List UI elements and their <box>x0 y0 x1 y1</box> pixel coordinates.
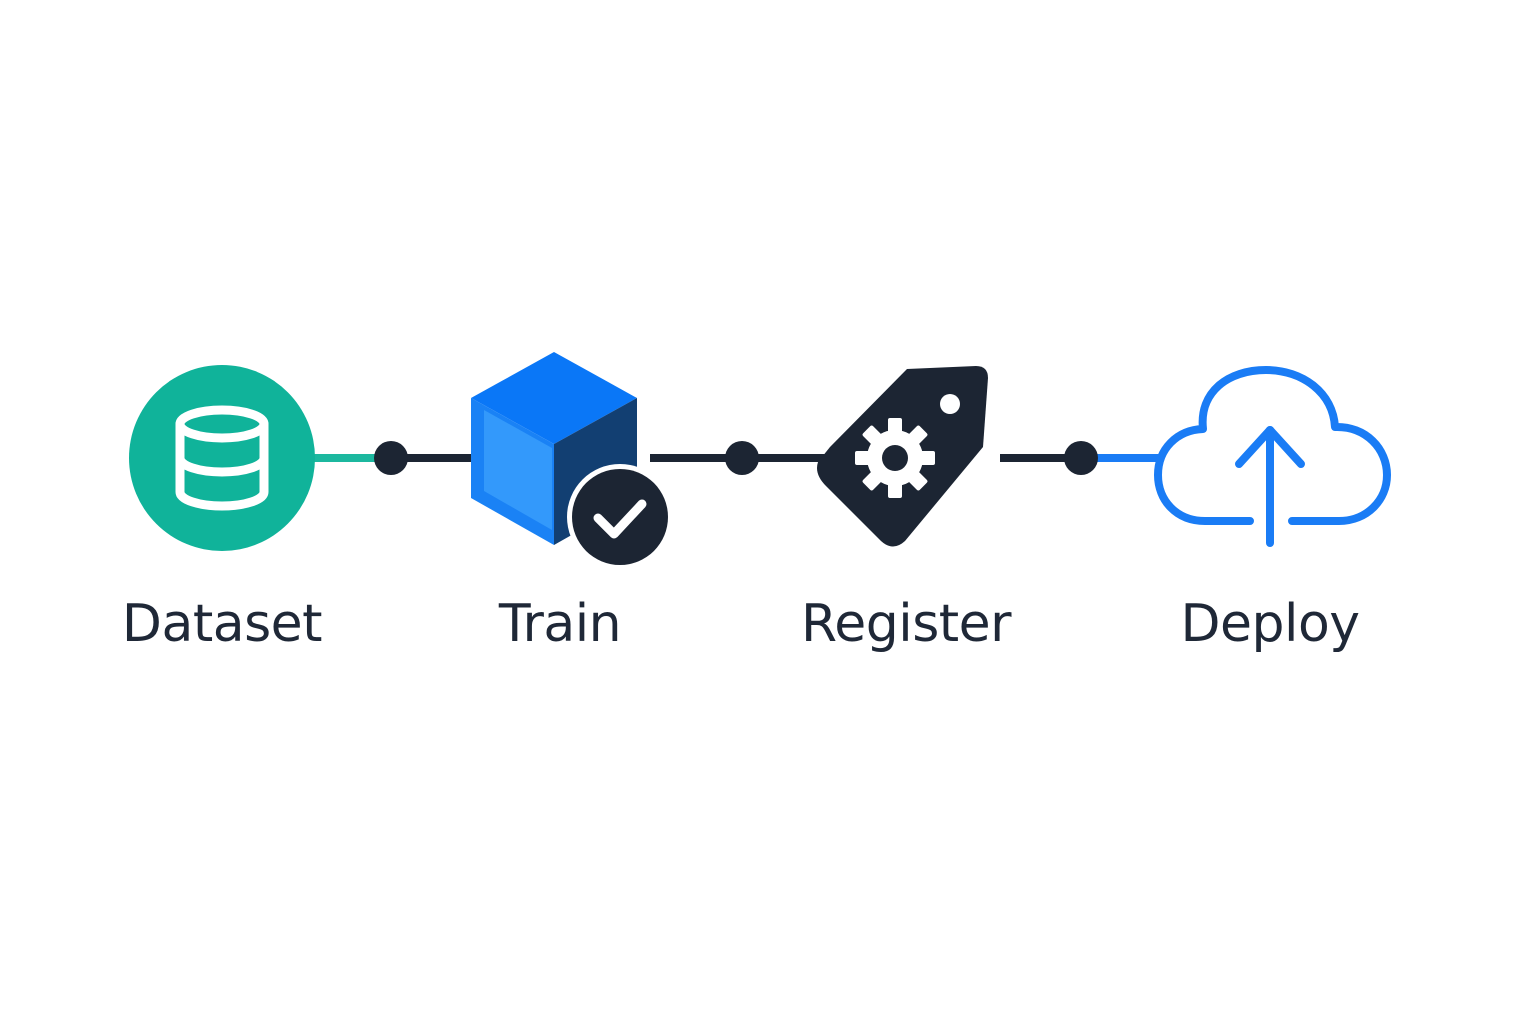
dataset-step <box>129 365 315 551</box>
train-step <box>471 352 673 570</box>
gear-icon <box>855 418 935 498</box>
connector-node <box>1064 441 1098 475</box>
connector-train-register <box>650 441 826 475</box>
database-icon <box>175 405 269 511</box>
connector-node <box>725 441 759 475</box>
connector-dataset-train <box>300 441 478 475</box>
tag-gear-icon <box>817 366 988 547</box>
cloud-upload-icon <box>1154 366 1391 547</box>
deploy-step <box>1154 366 1391 547</box>
step-label-dataset: Dataset <box>121 594 323 654</box>
check-circle-icon <box>567 464 673 570</box>
connector-node <box>374 441 408 475</box>
connector-register-deploy <box>1000 441 1162 475</box>
step-label-deploy: Deploy <box>1180 594 1360 654</box>
register-step <box>817 366 988 547</box>
step-label-train: Train <box>498 594 622 654</box>
step-label-register: Register <box>800 594 1012 654</box>
